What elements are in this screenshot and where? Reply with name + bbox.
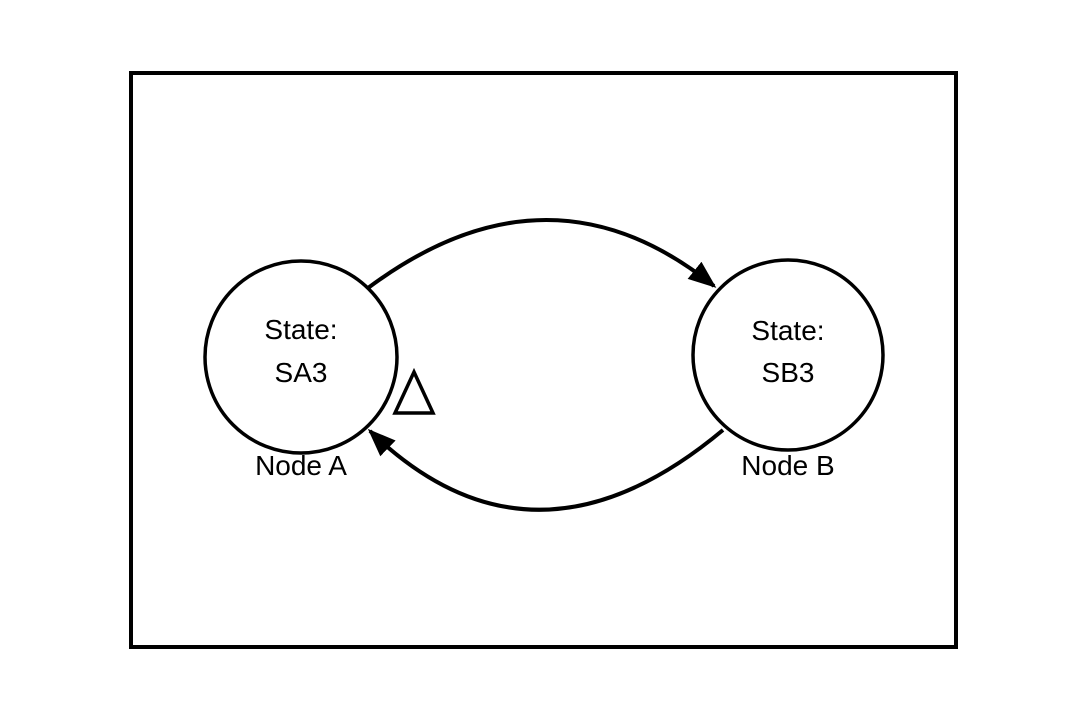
node-a-state-label: State: bbox=[264, 314, 337, 345]
node-b-label: Node B bbox=[741, 450, 834, 481]
node-b-state-value: SB3 bbox=[762, 357, 815, 388]
node-a-label: Node A bbox=[255, 450, 347, 481]
edge-b-to-a bbox=[367, 428, 725, 512]
node-a-state-value: SA3 bbox=[275, 357, 328, 388]
delta-triangle-icon bbox=[392, 367, 436, 415]
node-b-circle bbox=[691, 258, 885, 452]
node-a-circle bbox=[203, 259, 399, 455]
diagram-border bbox=[129, 71, 958, 649]
edge-a-to-b bbox=[366, 218, 717, 290]
node-b-state-label: State: bbox=[751, 315, 824, 346]
